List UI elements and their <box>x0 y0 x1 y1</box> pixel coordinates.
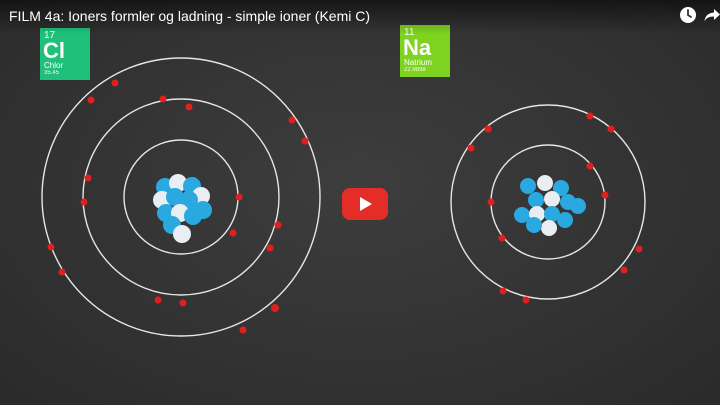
orbit-shell-2 <box>450 104 646 300</box>
atomic-mass: 35.45 <box>44 70 60 76</box>
chlorine-electrons <box>47 79 309 334</box>
play-icon <box>360 197 372 211</box>
atomic-mass: 22.9898 <box>404 67 426 73</box>
chlorine-atom <box>41 57 321 337</box>
video-title-link[interactable]: FILM 4a: Ioners formler og ladning - sim… <box>9 8 371 24</box>
element-name: Chlor <box>44 61 64 70</box>
orbit-shell-2 <box>82 98 280 296</box>
element-symbol: Na <box>403 35 432 60</box>
clock-icon[interactable] <box>679 6 697 24</box>
chlorine-nucleus <box>153 174 212 243</box>
element-name: Natrium <box>404 58 433 67</box>
title-bar: FILM 4a: Ioners formler og ladning - sim… <box>0 0 720 34</box>
element-symbol: Cl <box>43 38 65 63</box>
chlorine-element-card: 17 Cl Chlor 35.45 <box>40 28 90 80</box>
atomic-number: 17 <box>44 30 56 41</box>
orbit-shell-3 <box>41 57 321 337</box>
share-arrow-icon[interactable] <box>703 6 720 24</box>
sodium-electrons <box>467 112 643 304</box>
sodium-atom <box>450 104 646 304</box>
play-button[interactable] <box>342 188 388 220</box>
sodium-nucleus <box>514 175 586 236</box>
